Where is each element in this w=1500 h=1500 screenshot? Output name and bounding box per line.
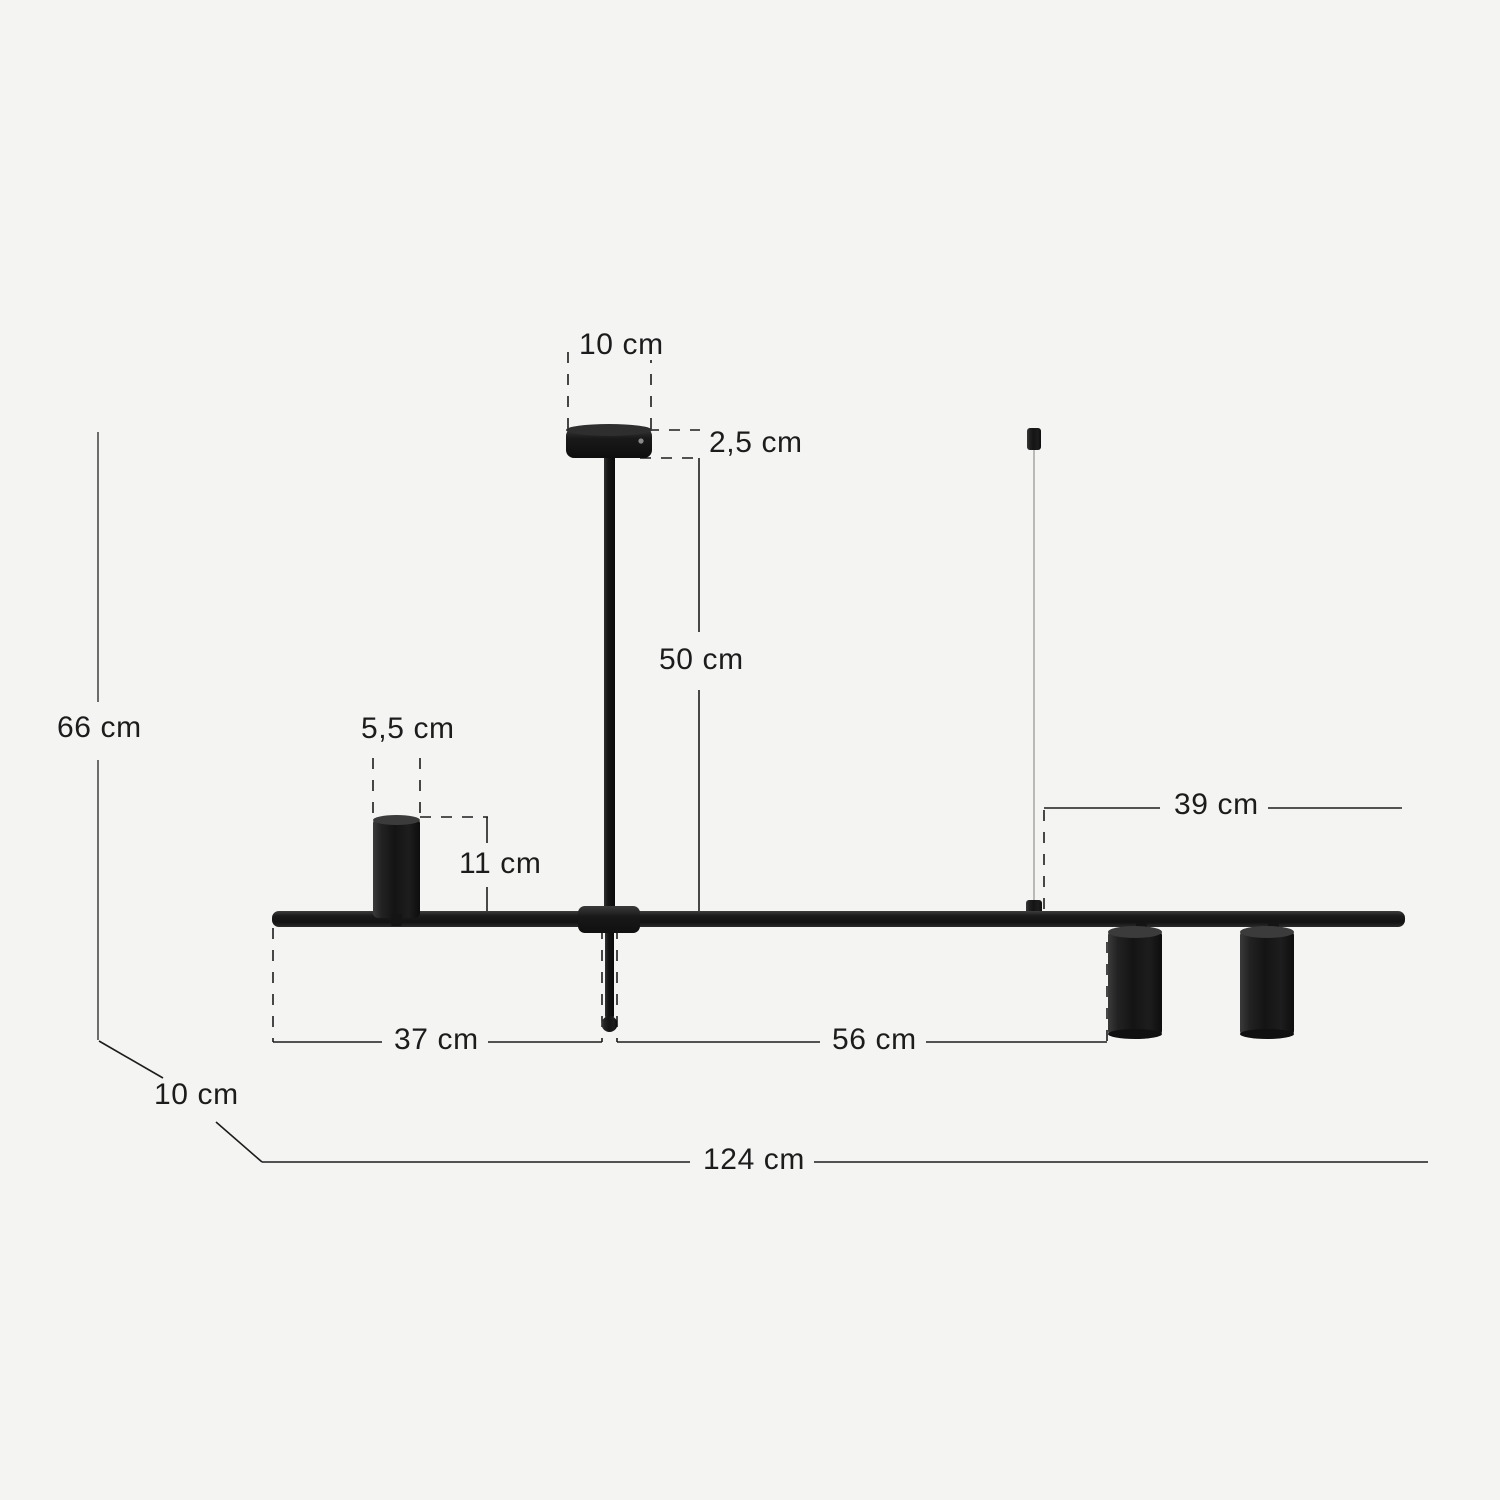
- label-right-span: 56 cm: [823, 1025, 926, 1055]
- label-suspension-offset: 39 cm: [1165, 790, 1268, 820]
- horizontal-bar: [272, 911, 1405, 927]
- label-shade-height: 11 cm: [450, 849, 551, 879]
- label-left-span: 37 cm: [385, 1025, 488, 1055]
- ceiling-canopy: [566, 424, 652, 458]
- dimension-suspension-offset: [1043, 798, 1402, 912]
- downward-shade-2: [1240, 923, 1294, 1039]
- suspension-cable: [1026, 428, 1042, 918]
- label-total-height: 66 cm: [48, 713, 151, 743]
- dimension-canopy-height: [640, 429, 700, 459]
- upward-shade: [373, 815, 420, 926]
- dimension-rod-length: [620, 458, 700, 916]
- vertical-rod: [601, 452, 618, 1032]
- label-canopy-width: 10 cm: [570, 330, 673, 360]
- downward-shade-1: [1108, 923, 1162, 1039]
- label-depth: 10 cm: [145, 1080, 248, 1110]
- label-canopy-height: 2,5 cm: [700, 428, 812, 458]
- dimension-depth: [98, 1040, 263, 1163]
- center-junction-sleeve: [578, 906, 640, 933]
- label-shade-width: 5,5 cm: [352, 714, 464, 744]
- label-total-width: 124 cm: [694, 1145, 814, 1175]
- dimension-shade-width: [372, 758, 421, 818]
- label-rod-length: 50 cm: [650, 645, 753, 675]
- dimension-canopy-width: [567, 352, 652, 432]
